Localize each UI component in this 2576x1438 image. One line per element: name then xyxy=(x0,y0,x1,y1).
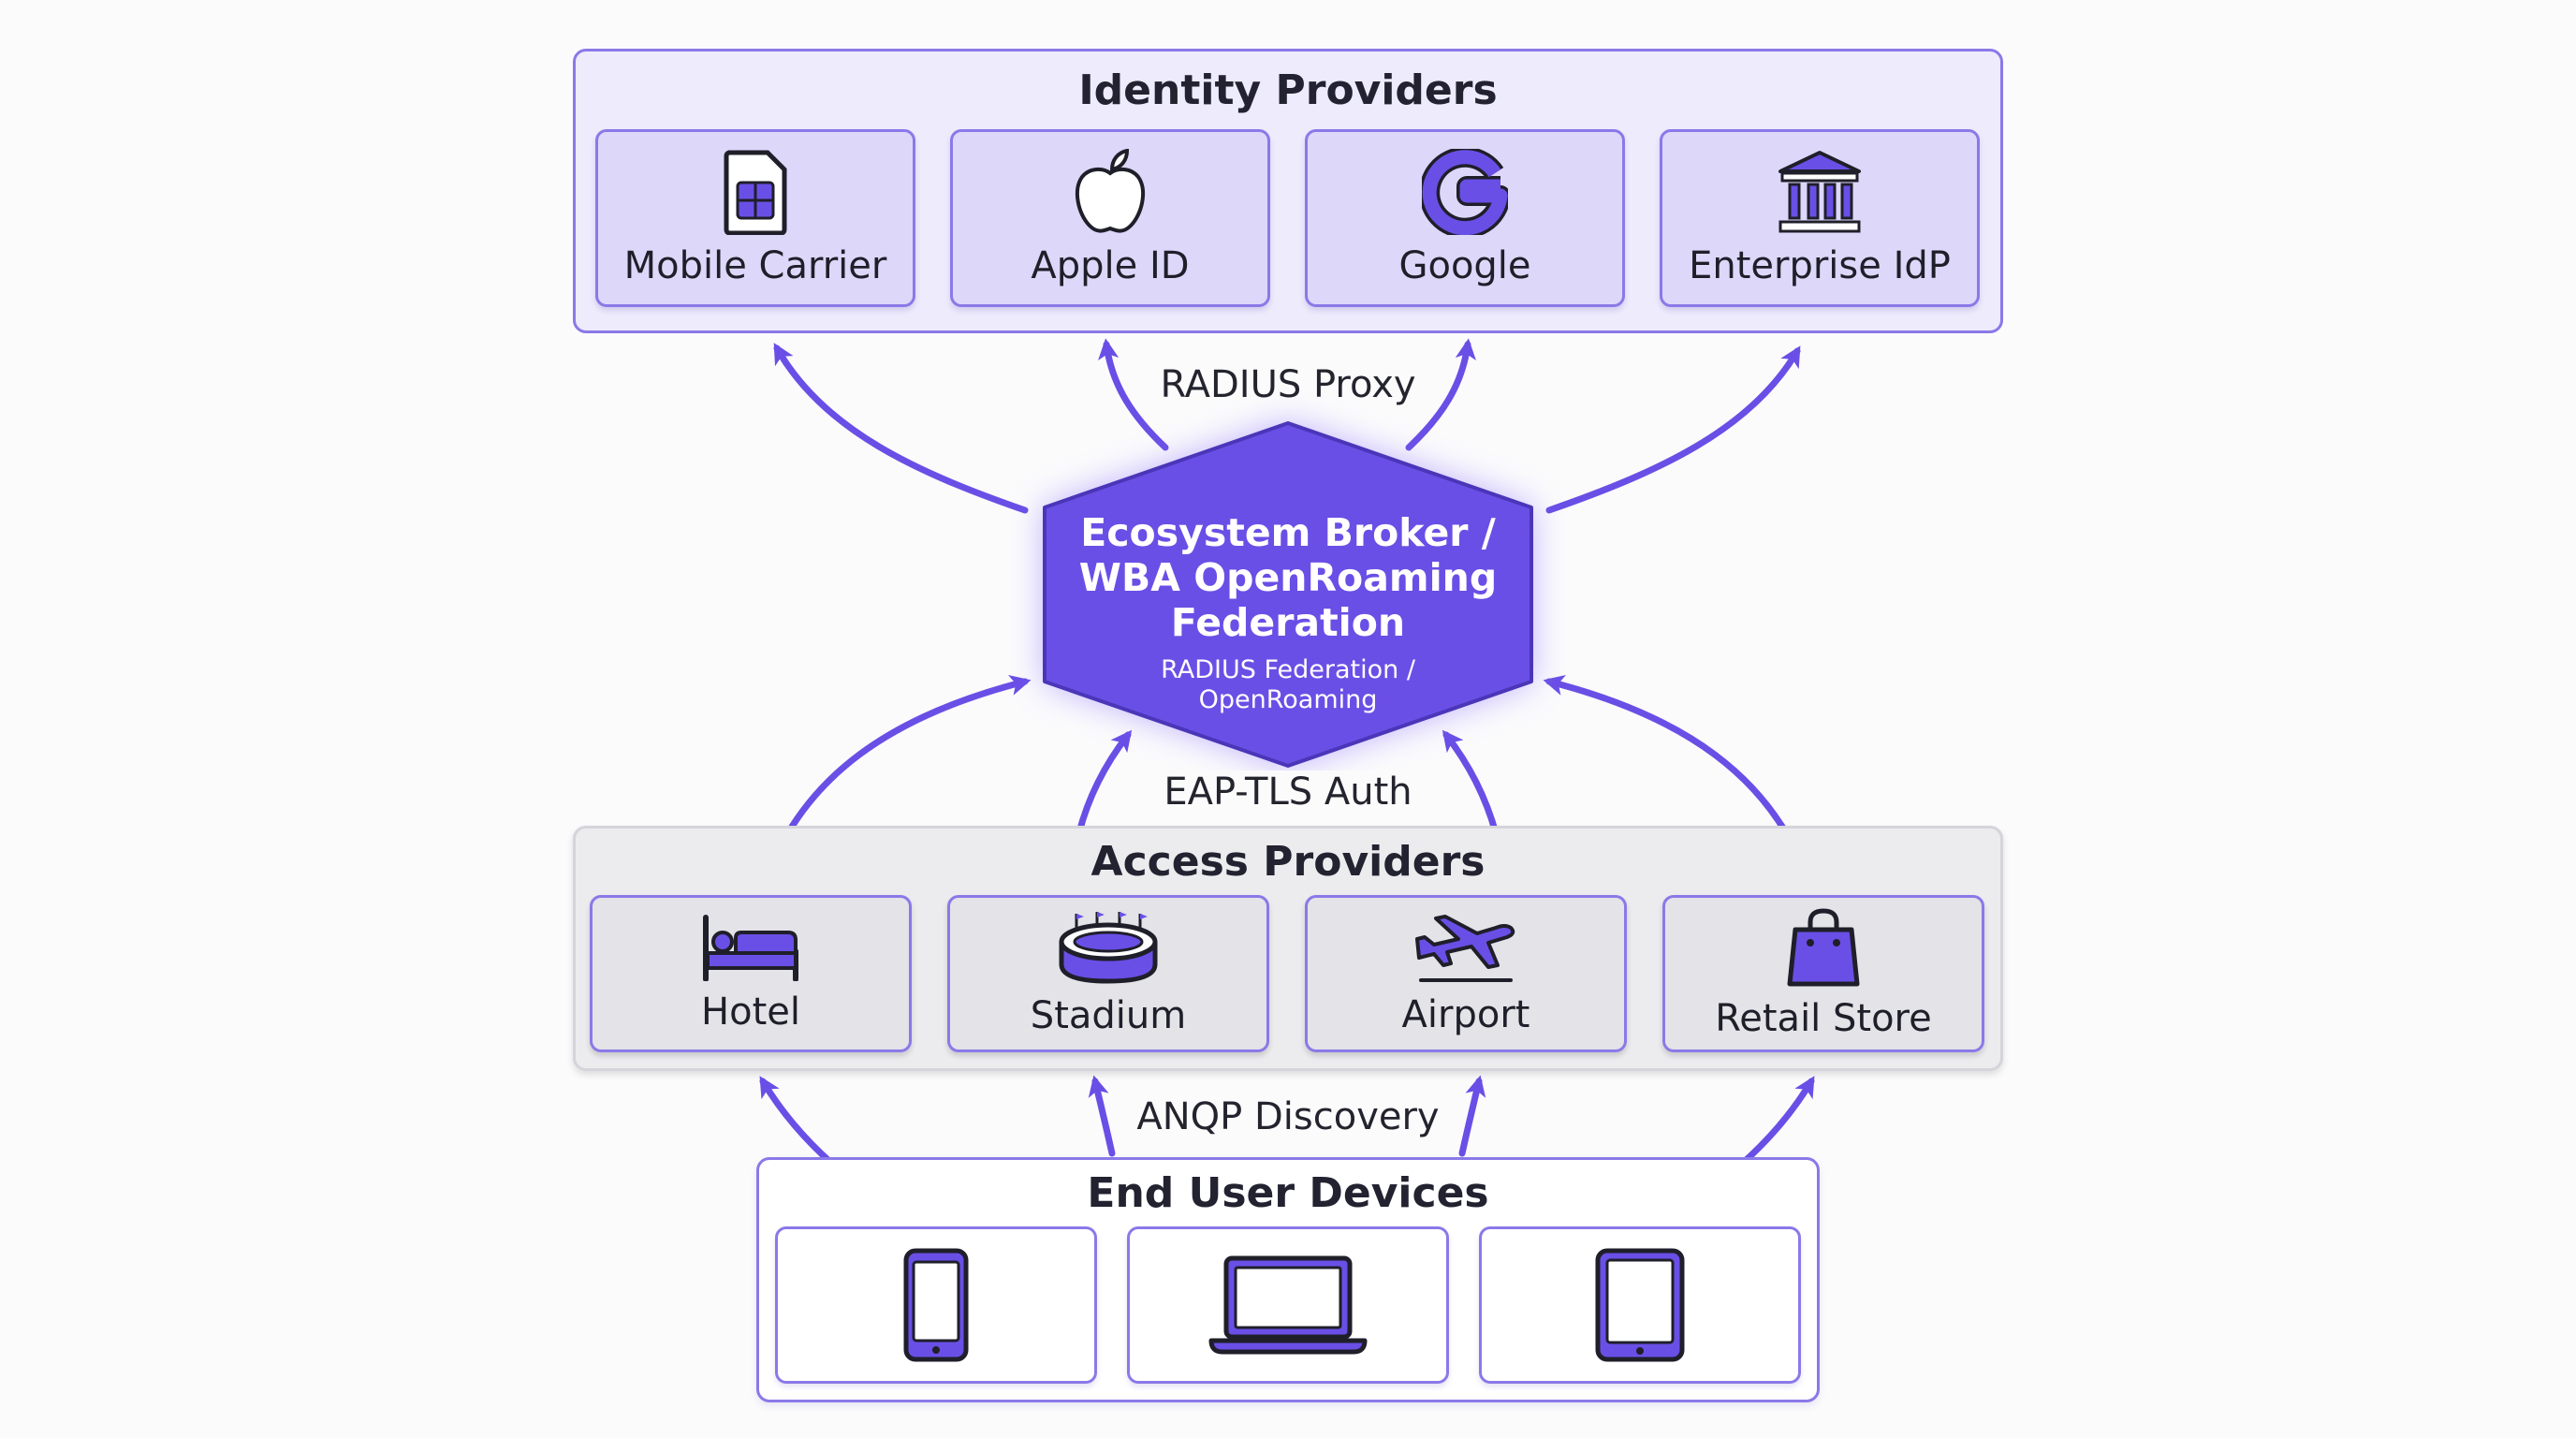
idp-card-google[interactable]: Google xyxy=(1305,129,1625,307)
tablet-icon xyxy=(1595,1248,1685,1362)
access-label-airport: Airport xyxy=(1401,993,1530,1036)
device-card-tablet[interactable] xyxy=(1479,1226,1801,1384)
access-label-hotel: Hotel xyxy=(701,990,800,1034)
access-card-airport[interactable]: Airport xyxy=(1305,895,1627,1052)
institution-icon xyxy=(1778,151,1861,233)
idp-card-apple-id[interactable]: Apple ID xyxy=(950,129,1270,307)
arrow-device-to-airport xyxy=(1458,1075,1486,1157)
end-user-devices-title: End User Devices xyxy=(1087,1169,1489,1217)
flow-label-anqp: ANQP Discovery xyxy=(1123,1095,1453,1138)
sim-card-icon xyxy=(724,150,787,235)
device-card-laptop[interactable] xyxy=(1127,1226,1449,1384)
airplane-icon xyxy=(1415,915,1515,982)
hub-subtitle-line1: RADIUS Federation / xyxy=(1161,655,1415,684)
access-card-stadium[interactable]: Stadium xyxy=(947,895,1269,1052)
idp-label-google: Google xyxy=(1398,244,1531,287)
smartphone-icon xyxy=(903,1248,969,1362)
idp-label-apple-id: Apple ID xyxy=(1031,244,1190,287)
hub-subtitle: RADIUS Federation / OpenRoaming xyxy=(1045,655,1531,715)
idp-label-enterprise-idp: Enterprise IdP xyxy=(1689,244,1951,287)
device-card-smartphone[interactable] xyxy=(775,1226,1097,1384)
access-card-retail-store[interactable]: Retail Store xyxy=(1662,895,1984,1052)
access-card-hotel[interactable]: Hotel xyxy=(590,895,912,1052)
idp-card-enterprise-idp[interactable]: Enterprise IdP xyxy=(1660,129,1980,307)
access-providers-title: Access Providers xyxy=(1090,838,1486,886)
shopping-bag-icon xyxy=(1787,908,1860,987)
flow-label-radius-proxy: RADIUS Proxy xyxy=(1147,363,1429,406)
apple-icon xyxy=(1075,149,1146,233)
hub-title-line1: Ecosystem Broker / xyxy=(1080,510,1496,555)
access-label-stadium: Stadium xyxy=(1030,994,1187,1037)
hub-title-line2: WBA OpenRoaming xyxy=(1078,555,1498,600)
arrow-hub-to-mobile-carrier xyxy=(773,343,1029,514)
hub-title-line3: Federation xyxy=(1170,600,1406,645)
identity-providers-title: Identity Providers xyxy=(1078,66,1498,114)
hub-subtitle-line2: OpenRoaming xyxy=(1198,685,1378,714)
bed-icon xyxy=(703,915,798,981)
stadium-icon xyxy=(1059,912,1158,984)
google-icon xyxy=(1422,149,1508,235)
hub-title: Ecosystem Broker / WBA OpenRoaming Feder… xyxy=(1045,510,1531,645)
idp-card-mobile-carrier[interactable]: Mobile Carrier xyxy=(595,129,915,307)
access-label-retail-store: Retail Store xyxy=(1715,997,1932,1040)
arrow-device-to-stadium xyxy=(1088,1075,1116,1157)
flow-label-eap-tls: EAP-TLS Auth xyxy=(1150,770,1426,814)
idp-label-mobile-carrier: Mobile Carrier xyxy=(623,244,887,287)
arrow-hub-to-enterprise-idp xyxy=(1545,345,1801,514)
laptop-icon xyxy=(1208,1255,1368,1355)
